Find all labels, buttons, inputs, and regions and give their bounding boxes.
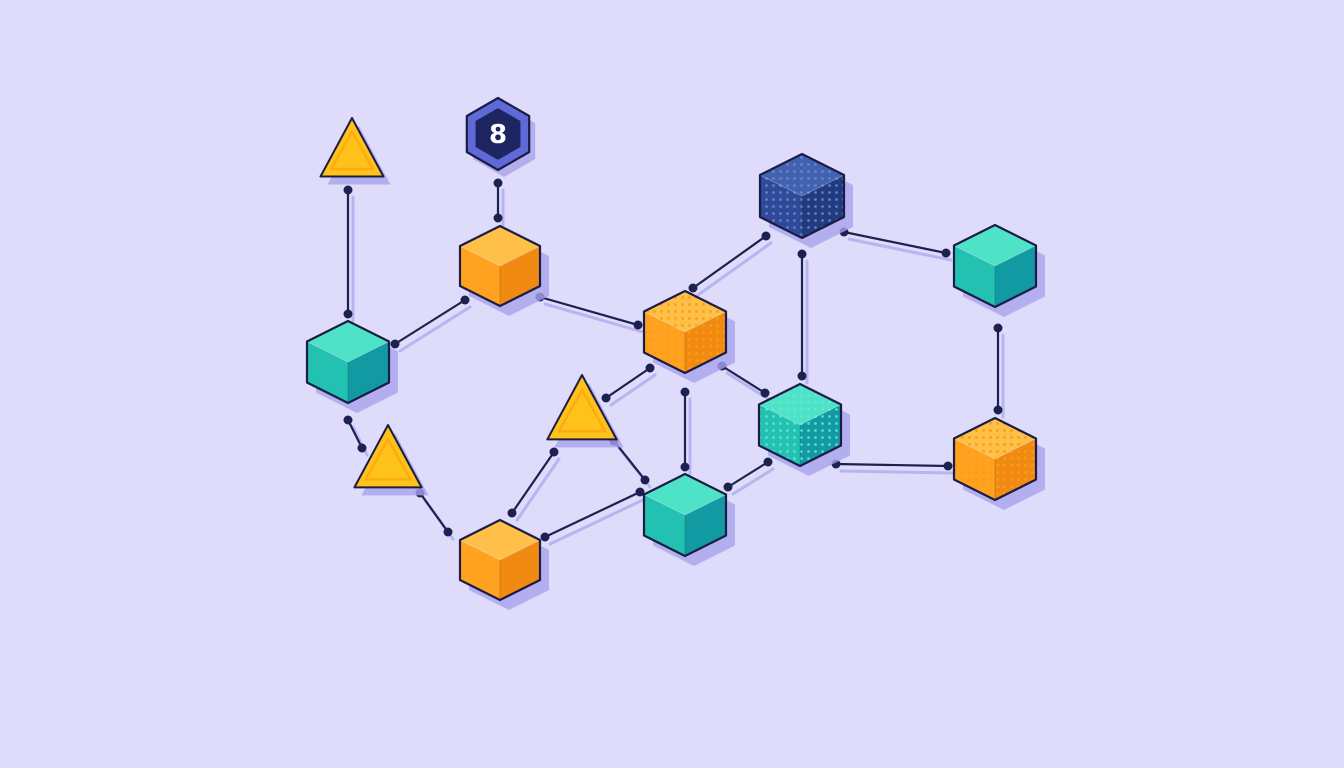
edge-endpoint-dot	[797, 371, 807, 381]
edge-endpoint-dot	[493, 178, 503, 188]
edge-endpoint-dot	[540, 532, 550, 542]
badge-label: 8	[489, 120, 507, 150]
edge-endpoint-dot	[460, 295, 470, 305]
edge-endpoint-dot	[343, 309, 353, 319]
edge-cube-upper-orange-to-cube-center-orange	[535, 292, 645, 334]
edge-cube-center-orange-to-cube-top-navy	[688, 231, 773, 297]
edge-endpoint-dot	[943, 461, 953, 471]
edge-endpoint-dot	[763, 457, 773, 467]
warn-center-warning-icon	[546, 374, 624, 448]
edge-cube-center-teal-to-cube-middle-teal	[723, 457, 775, 496]
cube-bottom-orange-cube-icon	[458, 518, 549, 610]
edge-cube-left-teal-to-warn-lower-left	[343, 415, 369, 457]
edge-endpoint-dot	[635, 487, 645, 497]
edge-cube-bottom-orange-to-cube-center-teal	[540, 487, 647, 546]
edge-endpoint-dot	[723, 482, 733, 492]
edge-endpoint-dot	[797, 249, 807, 259]
cube-center-teal-cube-icon	[642, 472, 735, 566]
connections	[343, 178, 1005, 546]
cube-right-orange-cube-icon	[952, 416, 1045, 510]
cube-right-teal-cube-icon	[952, 223, 1045, 317]
edge-endpoint-dot	[443, 527, 453, 537]
edge-endpoint-dot	[761, 231, 771, 241]
edge-endpoint-dot	[688, 283, 698, 293]
edge-endpoint-dot	[941, 248, 951, 258]
edge-endpoint-dot	[680, 387, 690, 397]
edge-cube-middle-teal-to-cube-right-orange	[831, 459, 955, 475]
cube-top-navy-cube-icon	[758, 152, 853, 248]
edge-endpoint-dot	[549, 447, 559, 457]
edge-endpoint-dot	[640, 475, 650, 485]
edge-endpoint-dot	[993, 323, 1003, 333]
edge-endpoint-dot	[390, 339, 400, 349]
cube-middle-teal-cube-icon	[757, 382, 850, 476]
edge-warn-top-left-to-cube-left-teal	[343, 185, 355, 323]
warn-lower-left-warning-icon	[353, 424, 429, 496]
edge-warn-center-to-cube-center-orange	[601, 363, 657, 407]
edge-warn-lower-left-to-cube-bottom-orange	[415, 488, 455, 541]
edge-endpoint-dot	[507, 508, 517, 518]
edge-endpoint-dot	[633, 320, 643, 330]
edge-endpoint-dot	[343, 415, 353, 425]
cube-upper-orange-cube-icon	[458, 224, 549, 316]
edge-cube-top-navy-to-cube-right-teal	[839, 227, 953, 262]
edge-cube-bottom-orange-to-warn-center	[507, 447, 561, 522]
edge-endpoint-dot	[993, 405, 1003, 415]
edge-badge-top-to-cube-upper-orange	[493, 178, 505, 227]
edge-endpoint-dot	[493, 213, 503, 223]
cube-center-orange-cube-icon	[642, 289, 735, 383]
nodes: 8	[305, 96, 1045, 610]
edge-cube-top-navy-to-cube-middle-teal	[797, 249, 809, 385]
edge-cube-right-teal-to-cube-right-orange	[993, 323, 1005, 419]
edge-endpoint-dot	[760, 388, 770, 398]
edge-cube-center-orange-to-cube-center-teal	[680, 387, 692, 476]
edge-endpoint-dot	[357, 443, 367, 453]
warn-top-left-warning-icon	[319, 117, 391, 185]
badge-top-badge: 8	[465, 96, 536, 177]
cube-left-teal-cube-icon	[305, 319, 398, 413]
edge-endpoint-dot	[645, 363, 655, 373]
edge-endpoint-dot	[343, 185, 353, 195]
edge-cube-left-teal-to-cube-upper-orange	[390, 295, 472, 353]
edge-endpoint-dot	[601, 393, 611, 403]
edge-endpoint-dot	[680, 462, 690, 472]
